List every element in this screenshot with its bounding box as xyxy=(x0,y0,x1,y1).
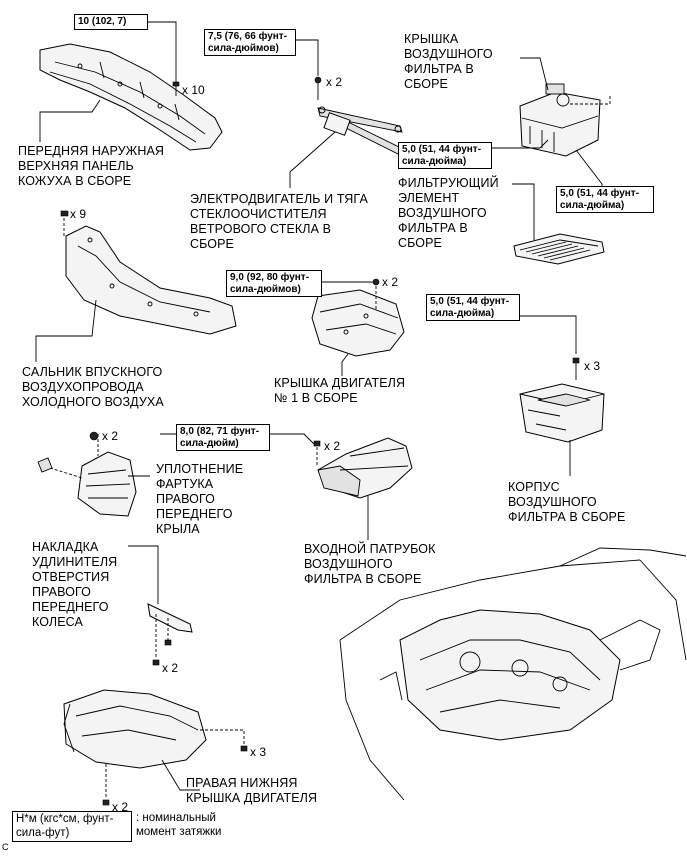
torque-box-filter-element: 5,0 (51, 44 фунт- сила-дюйма) xyxy=(556,186,654,213)
bolt-count-inlet: x 2 xyxy=(324,439,341,453)
wheel-ext-label: НАКЛАДКА УДЛИНИТЕЛЯ ОТВЕРСТИЯ ПРАВОГО ПЕ… xyxy=(32,540,118,629)
cool-air-seal-drawing xyxy=(65,225,237,335)
torque-box-wiper: 7,5 (76, 66 фунт- сила-дюймов) xyxy=(204,29,296,56)
wiper-motor-label: ЭЛЕКТРОДВИГАТЕЛЬ И ТЯГА СТЕКЛООЧИСТИТЕЛЯ… xyxy=(190,192,368,251)
bolt-icon xyxy=(152,659,160,666)
bolt-count-under-cover-bottom: x 2 xyxy=(112,800,129,814)
torque-box-cowl: 10 (102, 7) xyxy=(74,14,148,30)
filter-element-label: ФИЛЬТРУЮЩИЙ ЭЛЕМЕНТ ВОЗДУШНОГО ФИЛЬТРА В… xyxy=(398,176,499,250)
under-cover-drawing xyxy=(63,689,207,769)
bolt-count-filter-case: x 3 xyxy=(584,359,601,373)
engine-cover-drawing xyxy=(311,289,405,357)
clip-icon xyxy=(164,639,172,646)
vehicle-engine-bay-drawing xyxy=(339,547,687,801)
torque-box-filter-case: 5,0 (51, 44 фунт- сила-дюйма) xyxy=(426,294,520,321)
filter-cap-label: КРЫШКА ВОЗДУШНОГО ФИЛЬТРА В СБОРЕ xyxy=(404,32,493,91)
cowl-panel-drawing xyxy=(39,43,223,151)
engine-cover-label: КРЫШКА ДВИГАТЕЛЯ № 1 В СБОРЕ xyxy=(274,376,406,405)
torque-box-inlet: 8,0 (82, 71 фунт- сила-дюйм) xyxy=(176,424,270,451)
splash-seal-label: УПЛОТНЕНИЕ ФАРТУКА ПРАВОГО ПЕРЕДНЕГО КРЫ… xyxy=(156,462,244,536)
wheel-ext-drawing xyxy=(147,603,193,658)
bolt-count-seal: x 9 xyxy=(70,207,87,221)
bolt-count-engine-cover: x 2 xyxy=(382,275,399,289)
legend-unit-box: Н*м (кгс*см, фунт- сила-фут) xyxy=(12,811,132,842)
torque-box-filter-cap: 5,0 (51, 44 фунт- сила-дюйма) xyxy=(398,142,492,169)
bolt-icon xyxy=(313,440,321,447)
under-cover-label: ПРАВАЯ НИЖНЯЯ КРЫШКА ДВИГАТЕЛЯ xyxy=(186,776,318,805)
bolt-count-wiper: x 2 xyxy=(326,75,343,89)
filter-case-label: КОРПУС ВОЗДУШНОГО ФИЛЬТРА В СБОРЕ xyxy=(508,480,626,524)
air-filter-case-drawing xyxy=(519,383,605,443)
bolt-icon xyxy=(89,431,99,441)
clip-icon xyxy=(37,457,53,473)
corner-mark: C xyxy=(2,842,9,852)
bolt-icon xyxy=(172,81,180,96)
air-filter-cap-drawing xyxy=(519,83,611,157)
torque-box-engine-cover: 9,0 (92, 80 фунт- сила-дюймов) xyxy=(226,270,322,297)
bolt-count-cowl: x 10 xyxy=(182,83,205,97)
air-inlet-drawing xyxy=(317,437,413,499)
cowl-panel-label: ПЕРЕДНЯЯ НАРУЖНАЯ ВЕРХНЯЯ ПАНЕЛЬ КОЖУХА … xyxy=(18,144,165,188)
cool-air-seal-label: САЛЬНИК ВПУСКНОГО ВОЗДУХОПРОВОДА ХОЛОДНО… xyxy=(22,365,164,409)
bolt-icon xyxy=(60,210,69,217)
bolt-count-under-cover-side: x 3 xyxy=(250,745,267,759)
bolt-count-wheel-ext: x 2 xyxy=(162,661,179,675)
bolt-count-splash: x 2 xyxy=(102,429,119,443)
bolt-icon xyxy=(372,278,380,286)
legend-description: : номинальный момент затяжки xyxy=(136,812,222,838)
bolt-icon xyxy=(572,357,580,380)
bolt-icon xyxy=(240,745,248,752)
filter-element-drawing xyxy=(513,233,605,265)
splash-seal-drawing xyxy=(49,434,137,517)
bolt-icon xyxy=(314,76,322,100)
wiper-motor-drawing xyxy=(317,106,408,157)
bolt-icon xyxy=(102,799,110,806)
inlet-label: ВХОДНОЙ ПАТРУБОК ВОЗДУШНОГО ФИЛЬТРА В СБ… xyxy=(304,542,436,586)
